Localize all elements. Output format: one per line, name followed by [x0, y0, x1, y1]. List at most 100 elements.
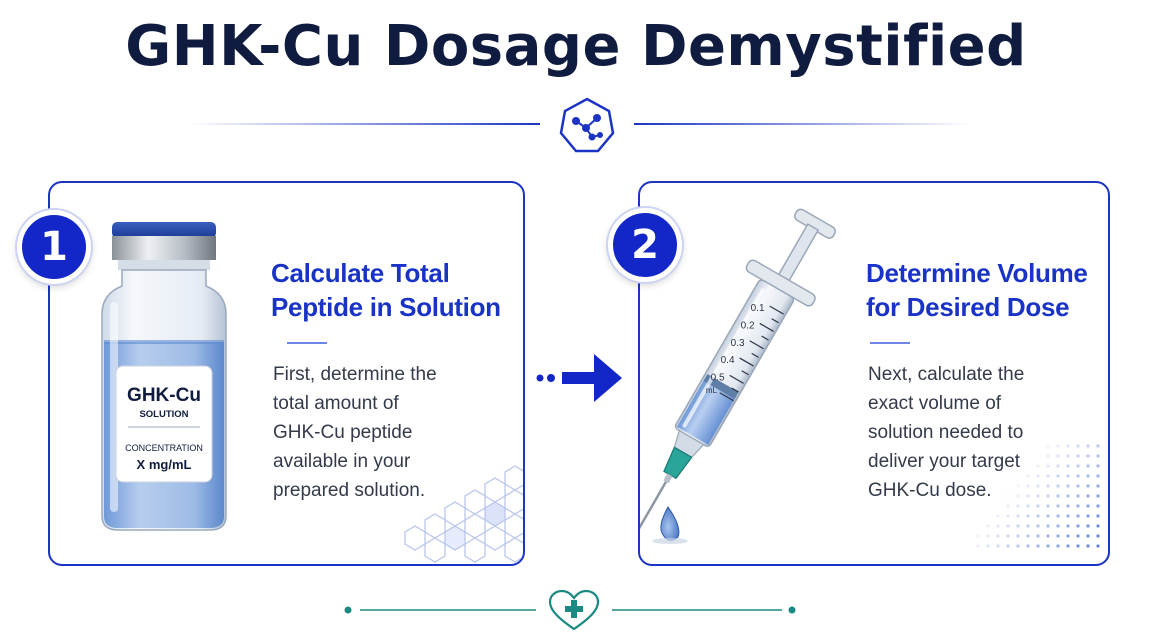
pattern-dot	[1046, 474, 1050, 478]
pattern-dot	[976, 534, 980, 538]
pattern-dot	[1076, 444, 1080, 448]
hexagon-pattern	[404, 465, 523, 563]
pattern-dot	[1046, 514, 1050, 518]
pattern-dot	[1046, 524, 1050, 528]
pattern-dot	[1066, 524, 1070, 528]
pattern-dot	[1066, 454, 1070, 458]
page-title: GHK-Cu Dosage Demystified	[125, 14, 1027, 79]
pattern-dot	[1056, 474, 1060, 478]
pattern-dot	[1046, 444, 1050, 448]
arrow-right-icon	[536, 354, 622, 402]
step-number-badge: 1	[17, 210, 91, 284]
pattern-dot	[1056, 544, 1060, 548]
molecule-icon	[559, 97, 615, 153]
syringe-mark: 0.2	[741, 321, 755, 332]
pattern-dot	[986, 524, 990, 528]
pattern-dot	[1076, 484, 1080, 488]
pattern-dot	[1096, 454, 1100, 458]
pattern-dot	[1066, 504, 1070, 508]
pattern-dot	[1076, 544, 1080, 548]
pattern-dot	[1036, 514, 1040, 518]
pattern-dot	[1076, 534, 1080, 538]
pattern-dot	[1046, 534, 1050, 538]
vial-label-concentration: CONCENTRATION	[125, 443, 203, 453]
step-description: Next, calculate the exact volume of solu…	[868, 364, 1025, 501]
pattern-dot	[1006, 514, 1010, 518]
pattern-dot	[1086, 514, 1090, 518]
pattern-dot	[996, 514, 1000, 518]
pattern-dot	[1056, 484, 1060, 488]
pattern-dot	[1036, 524, 1040, 528]
pattern-dot	[1046, 544, 1050, 548]
pattern-dot	[1016, 484, 1020, 488]
vial-illustration: GHK-Cu SOLUTION CONCENTRATION X mg/mL	[101, 222, 227, 531]
pattern-dot	[1066, 534, 1070, 538]
pattern-dot	[1026, 474, 1030, 478]
pattern-dot	[1026, 534, 1030, 538]
pattern-dot	[1046, 494, 1050, 498]
pattern-dot	[1086, 454, 1090, 458]
pattern-dot	[1066, 474, 1070, 478]
pattern-dot	[1056, 514, 1060, 518]
pattern-dot	[1036, 504, 1040, 508]
step-title: Calculate Total Peptide in Solution	[271, 258, 501, 322]
pattern-dot	[1086, 494, 1090, 498]
pattern-dot	[1036, 534, 1040, 538]
pattern-dot	[1096, 464, 1100, 468]
pattern-dot	[1086, 524, 1090, 528]
syringe-illustration: 0.1 0.2 0.3 0.4 0.5 mL	[640, 208, 836, 550]
pattern-dot	[1036, 544, 1040, 548]
pattern-dot	[1086, 504, 1090, 508]
pattern-dot	[1076, 494, 1080, 498]
pattern-dot	[1056, 494, 1060, 498]
pattern-dot	[1036, 494, 1040, 498]
pattern-dot	[1036, 484, 1040, 488]
pattern-dot	[1056, 504, 1060, 508]
pattern-dot	[1096, 524, 1100, 528]
pattern-dot	[1006, 534, 1010, 538]
step-number-badge: 2	[608, 208, 682, 282]
pattern-dot	[1096, 484, 1100, 488]
heart-plus-icon	[548, 589, 600, 631]
top-divider	[190, 97, 970, 153]
pattern-dot	[1056, 534, 1060, 538]
pattern-dot	[1086, 544, 1090, 548]
pattern-dot	[1096, 444, 1100, 448]
title-underline	[287, 342, 327, 344]
pattern-dot	[996, 544, 1000, 548]
pattern-dot	[1096, 494, 1100, 498]
pattern-dot	[1046, 454, 1050, 458]
pattern-dot	[1046, 484, 1050, 488]
syringe-mark: 0.5	[711, 373, 725, 384]
pattern-dot	[1076, 464, 1080, 468]
pattern-dot	[1046, 504, 1050, 508]
pattern-dot	[1016, 524, 1020, 528]
pattern-dot	[1076, 524, 1080, 528]
pattern-dot	[1066, 444, 1070, 448]
pattern-dot	[1026, 504, 1030, 508]
pattern-dot	[1066, 514, 1070, 518]
pattern-dot	[1006, 544, 1010, 548]
pattern-dot	[1096, 534, 1100, 538]
pattern-dot	[1006, 504, 1010, 508]
pattern-dot	[1016, 494, 1020, 498]
syringe-unit: mL	[706, 386, 718, 395]
syringe-mark: 0.3	[731, 338, 745, 349]
pattern-dot	[1056, 454, 1060, 458]
pattern-dot	[976, 544, 980, 548]
pattern-dot	[1096, 514, 1100, 518]
pattern-dot	[1096, 544, 1100, 548]
pattern-dot	[1076, 454, 1080, 458]
pattern-dot	[996, 534, 1000, 538]
syringe-mark: 0.4	[721, 355, 735, 366]
pattern-dot	[1076, 474, 1080, 478]
pattern-dot	[1066, 484, 1070, 488]
pattern-dot	[1006, 524, 1010, 528]
pattern-dot	[1056, 444, 1060, 448]
dot-pattern	[976, 444, 1100, 548]
pattern-dot	[986, 534, 990, 538]
pattern-dot	[1096, 504, 1100, 508]
pattern-dot	[986, 544, 990, 548]
pattern-dot	[1086, 474, 1090, 478]
pattern-dot	[1096, 474, 1100, 478]
